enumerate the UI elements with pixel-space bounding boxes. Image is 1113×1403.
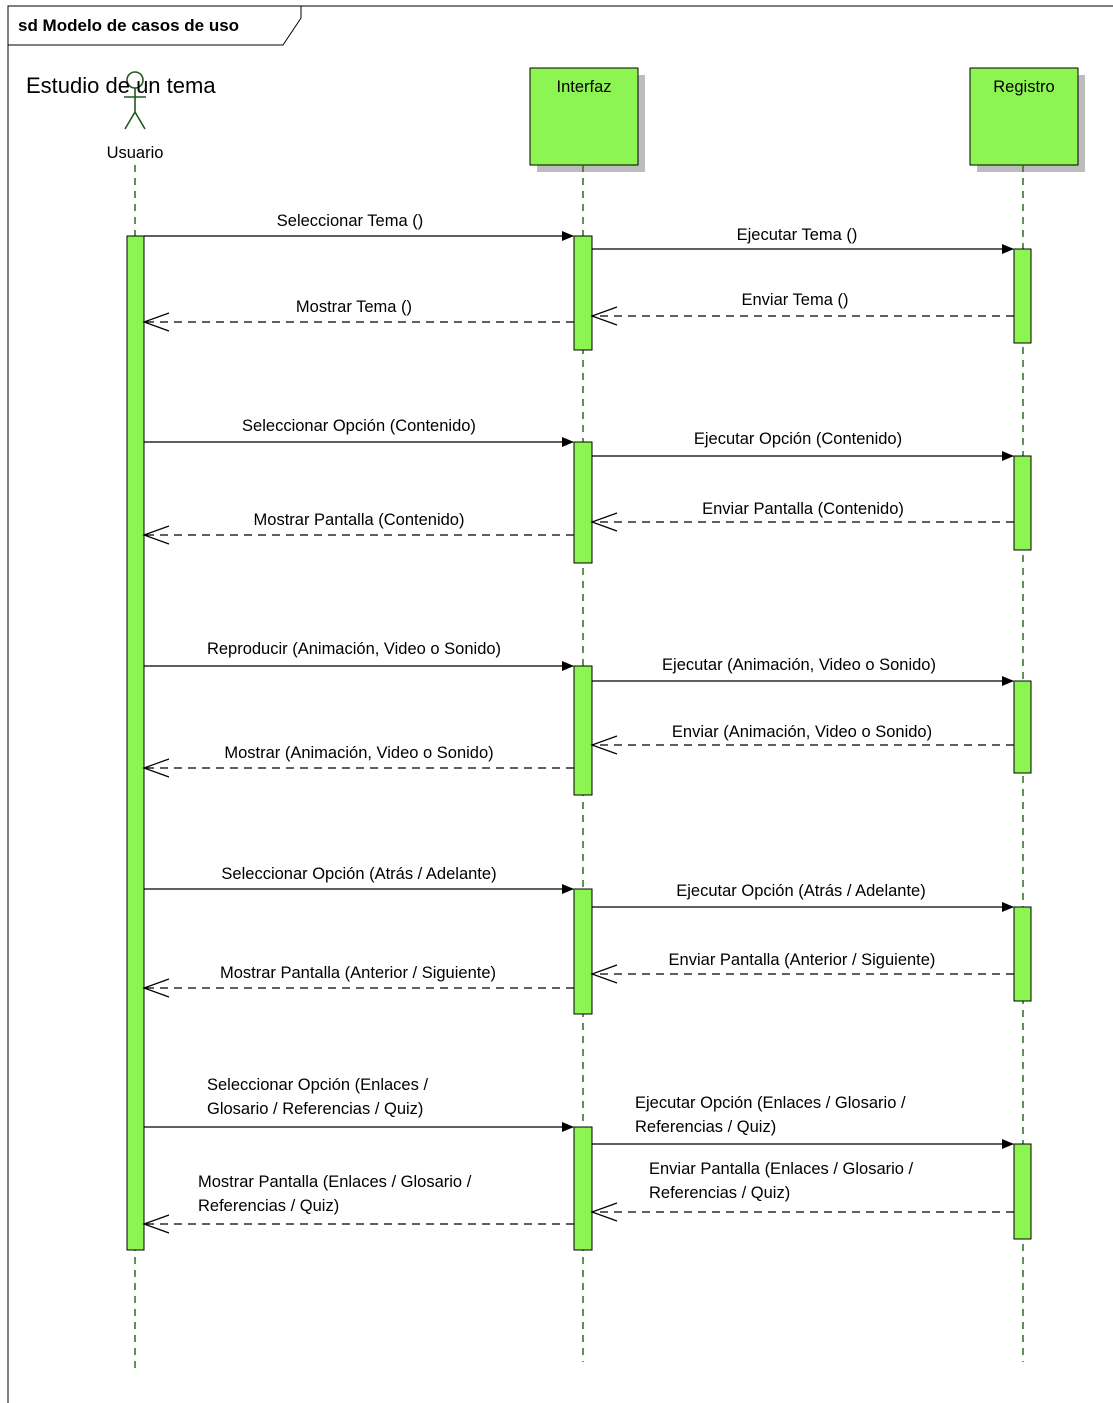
label-m13: Seleccionar Opción (Atrás / Adelante)	[221, 865, 496, 883]
lifeline-header-interfaz: Interfaz	[529, 67, 645, 172]
label-m7: Enviar Pantalla (Contenido)	[702, 500, 904, 518]
activation-interfaz-3	[573, 665, 593, 796]
activation-interfaz-5	[573, 1126, 593, 1251]
actor-usuario: Usuario	[107, 71, 164, 162]
label-m19-line1: Enviar Pantalla (Enlaces / Glosario /	[649, 1160, 914, 1178]
label-m3: Enviar Tema ()	[742, 291, 849, 309]
arrowhead-m11	[590, 735, 618, 755]
diagram-title: Estudio de un tema	[26, 73, 216, 98]
label-m2: Ejecutar Tema ()	[737, 226, 858, 244]
message-arrows	[142, 231, 1014, 1234]
label-m20-line1: Mostrar Pantalla (Enlaces / Glosario /	[198, 1173, 472, 1191]
arrowhead-m16	[142, 978, 170, 998]
activations	[126, 235, 1032, 1251]
activation-registro-1	[1013, 248, 1032, 344]
lifeline-header-registro: Registro	[969, 67, 1085, 172]
activation-registro-4	[1013, 906, 1032, 1002]
arrowhead-m3	[590, 306, 618, 326]
frame-title: sd Modelo de casos de uso	[18, 16, 239, 35]
activation-registro-2	[1013, 455, 1032, 551]
label-m8: Mostrar Pantalla (Contenido)	[254, 511, 465, 529]
arrowhead-m15	[590, 964, 618, 984]
actor-figure-icon	[124, 71, 146, 130]
activation-registro-5	[1013, 1143, 1032, 1240]
label-m17-line2: Glosario / Referencias / Quiz)	[207, 1100, 423, 1118]
label-m9: Reproducir (Animación, Video o Sonido)	[207, 640, 501, 658]
label-m15: Enviar Pantalla (Anterior / Siguiente)	[669, 951, 936, 969]
label-m10: Ejecutar (Animación, Video o Sonido)	[662, 656, 936, 674]
label-m5: Seleccionar Opción (Contenido)	[242, 417, 476, 435]
arrowhead-m19	[590, 1202, 618, 1222]
label-m11: Enviar (Animación, Video o Sonido)	[672, 723, 932, 741]
arrowhead-m8	[142, 525, 170, 545]
arrowhead-m20	[142, 1214, 170, 1234]
label-m16: Mostrar Pantalla (Anterior / Siguiente)	[220, 964, 496, 982]
label-m12: Mostrar (Animación, Video o Sonido)	[224, 744, 493, 762]
label-m20-line2: Referencias / Quiz)	[198, 1197, 339, 1215]
activation-usuario	[126, 235, 145, 1251]
label-m14: Ejecutar Opción (Atrás / Adelante)	[676, 882, 925, 900]
label-m18-line1: Ejecutar Opción (Enlaces / Glosario /	[635, 1094, 906, 1112]
label-m1: Seleccionar Tema ()	[277, 212, 423, 230]
label-m18-line2: Referencias / Quiz)	[635, 1118, 776, 1136]
label-m17-line1: Seleccionar Opción (Enlaces /	[207, 1076, 428, 1094]
arrowhead-m12	[142, 758, 170, 778]
lifeline-registro-label: Registro	[993, 78, 1054, 96]
message-labels: Seleccionar Tema () Ejecutar Tema () Env…	[198, 212, 936, 1215]
arrowhead-m7	[590, 512, 618, 532]
label-m19-line2: Referencias / Quiz)	[649, 1184, 790, 1202]
lifeline-interfaz-label: Interfaz	[556, 78, 611, 96]
frame-title-tab	[7, 5, 302, 46]
activation-interfaz-2	[573, 441, 593, 564]
label-m4: Mostrar Tema ()	[296, 298, 412, 316]
activation-interfaz-4	[573, 888, 593, 1015]
label-m6: Ejecutar Opción (Contenido)	[694, 430, 902, 448]
sd-frame: sd Modelo de casos de uso	[7, 5, 1113, 1403]
activation-interfaz-1	[573, 235, 593, 351]
activation-registro-3	[1013, 680, 1032, 774]
actor-label: Usuario	[107, 144, 164, 162]
arrowhead-m4	[142, 312, 170, 332]
